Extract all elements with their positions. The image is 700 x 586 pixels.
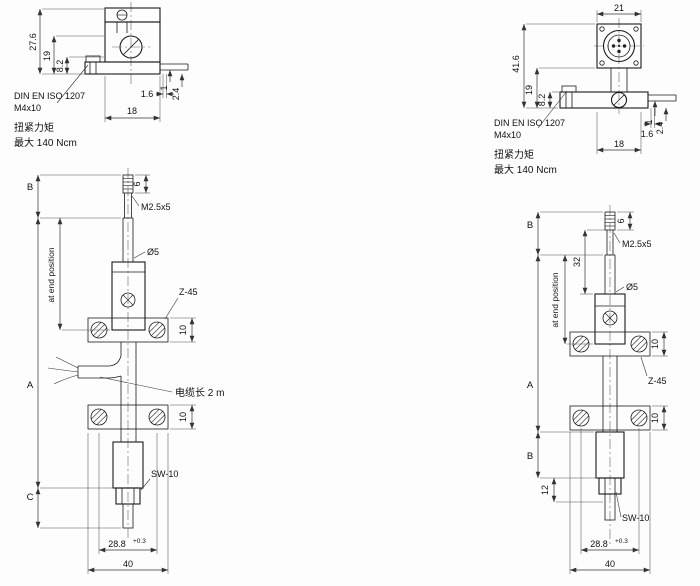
thread-label: M2.5x5 bbox=[141, 202, 171, 212]
dim-8-2: 8.2 bbox=[55, 60, 65, 73]
hex-label: SW-10 bbox=[151, 469, 178, 479]
dim-21: 21 bbox=[614, 3, 624, 13]
cable-wire bbox=[53, 374, 79, 385]
dim-6: 6 bbox=[616, 218, 626, 223]
dim-B-top: B bbox=[527, 220, 533, 231]
dim-10-top: 10 bbox=[650, 339, 660, 349]
dim-2-4: 2.4 bbox=[655, 122, 665, 135]
dim-10-bottom: 10 bbox=[650, 413, 660, 423]
right-sensor-view: B A B at end position 32 12 6 M2.5x5 Ø5 … bbox=[527, 205, 668, 574]
dim-41-6: 41.6 bbox=[511, 55, 521, 73]
clamp-label: Z-45 bbox=[648, 376, 667, 386]
dim-18: 18 bbox=[127, 106, 137, 116]
dim-28-8-tol: +0.3 bbox=[615, 538, 628, 545]
thread-label: M2.5x5 bbox=[622, 239, 652, 249]
fixing-screw-icon bbox=[85, 55, 101, 63]
diameter-label: Ø5 bbox=[147, 247, 159, 257]
end-position-label: at end position bbox=[46, 247, 56, 303]
dim-19: 19 bbox=[42, 51, 52, 61]
right-head-view: 21 41.6 19 8.2 1 bbox=[494, 3, 677, 176]
hex-label: SW-10 bbox=[622, 513, 649, 523]
dim-1: 1 bbox=[644, 119, 654, 124]
din-standard-line1: DIN EN ISO 1207 bbox=[14, 91, 85, 101]
sensor-body bbox=[594, 293, 626, 345]
din-standard-line1: DIN EN ISO 1207 bbox=[494, 118, 565, 128]
bottom-tip bbox=[604, 493, 616, 521]
cable-wire bbox=[47, 367, 79, 373]
torque-note-line1: 扭紧力矩 bbox=[14, 121, 54, 134]
din-standard-line2: M4x10 bbox=[494, 130, 521, 140]
dim-27-6: 27.6 bbox=[28, 33, 38, 51]
torque-note-line2: 最大 140 Ncm bbox=[494, 163, 557, 176]
dim-C: C bbox=[27, 492, 34, 503]
clamp-screw-icon bbox=[610, 91, 628, 109]
cable-length-label: 电缆长 2 m bbox=[175, 386, 224, 399]
dim-10-bottom: 10 bbox=[178, 412, 188, 422]
torque-note-line1: 扭紧力矩 bbox=[494, 148, 534, 161]
dim-40: 40 bbox=[605, 559, 615, 569]
cable-wire bbox=[55, 356, 79, 369]
left-head-view: 27.6 19 8.2 18 1.6 1 2.4 DIN EN ISO 1207… bbox=[14, 2, 189, 149]
dim-28-8-tol: +0.3 bbox=[133, 538, 146, 545]
connector-icon bbox=[602, 29, 636, 63]
din-standard-line2: M4x10 bbox=[14, 103, 41, 113]
dim-19: 19 bbox=[524, 85, 534, 95]
fixing-screw-icon bbox=[561, 85, 577, 93]
torque-note-line2: 最大 140 Ncm bbox=[14, 136, 77, 149]
diameter-label: Ø5 bbox=[626, 282, 638, 292]
dim-B: B bbox=[27, 182, 33, 193]
dim-32: 32 bbox=[572, 257, 582, 267]
cable bbox=[78, 355, 122, 367]
dim-18: 18 bbox=[614, 139, 624, 149]
dim-12: 12 bbox=[540, 485, 550, 495]
dim-40: 40 bbox=[123, 559, 133, 569]
dim-1: 1 bbox=[159, 85, 169, 90]
dim-6: 6 bbox=[132, 181, 142, 186]
dim-1-6: 1.6 bbox=[141, 89, 154, 99]
clamp-label: Z-45 bbox=[179, 287, 198, 297]
bottom-tip bbox=[122, 503, 134, 529]
dim-1-6: 1.6 bbox=[641, 129, 654, 139]
sensor-body bbox=[111, 261, 146, 331]
dim-A: A bbox=[527, 380, 534, 391]
dim-2-4: 2.4 bbox=[171, 88, 181, 101]
end-position-label: at end position bbox=[550, 272, 560, 328]
dim-28-8: 28.8 bbox=[108, 539, 126, 549]
dim-10-top: 10 bbox=[178, 325, 188, 335]
dim-A: A bbox=[27, 380, 34, 391]
dim-8-2: 8.2 bbox=[537, 94, 547, 107]
dim-B-bottom: B bbox=[527, 451, 533, 462]
left-sensor-view: B A C at end position 6 M2.5x5 Ø5 Z-45 1… bbox=[27, 168, 224, 574]
dim-28-8: 28.8 bbox=[590, 539, 608, 549]
